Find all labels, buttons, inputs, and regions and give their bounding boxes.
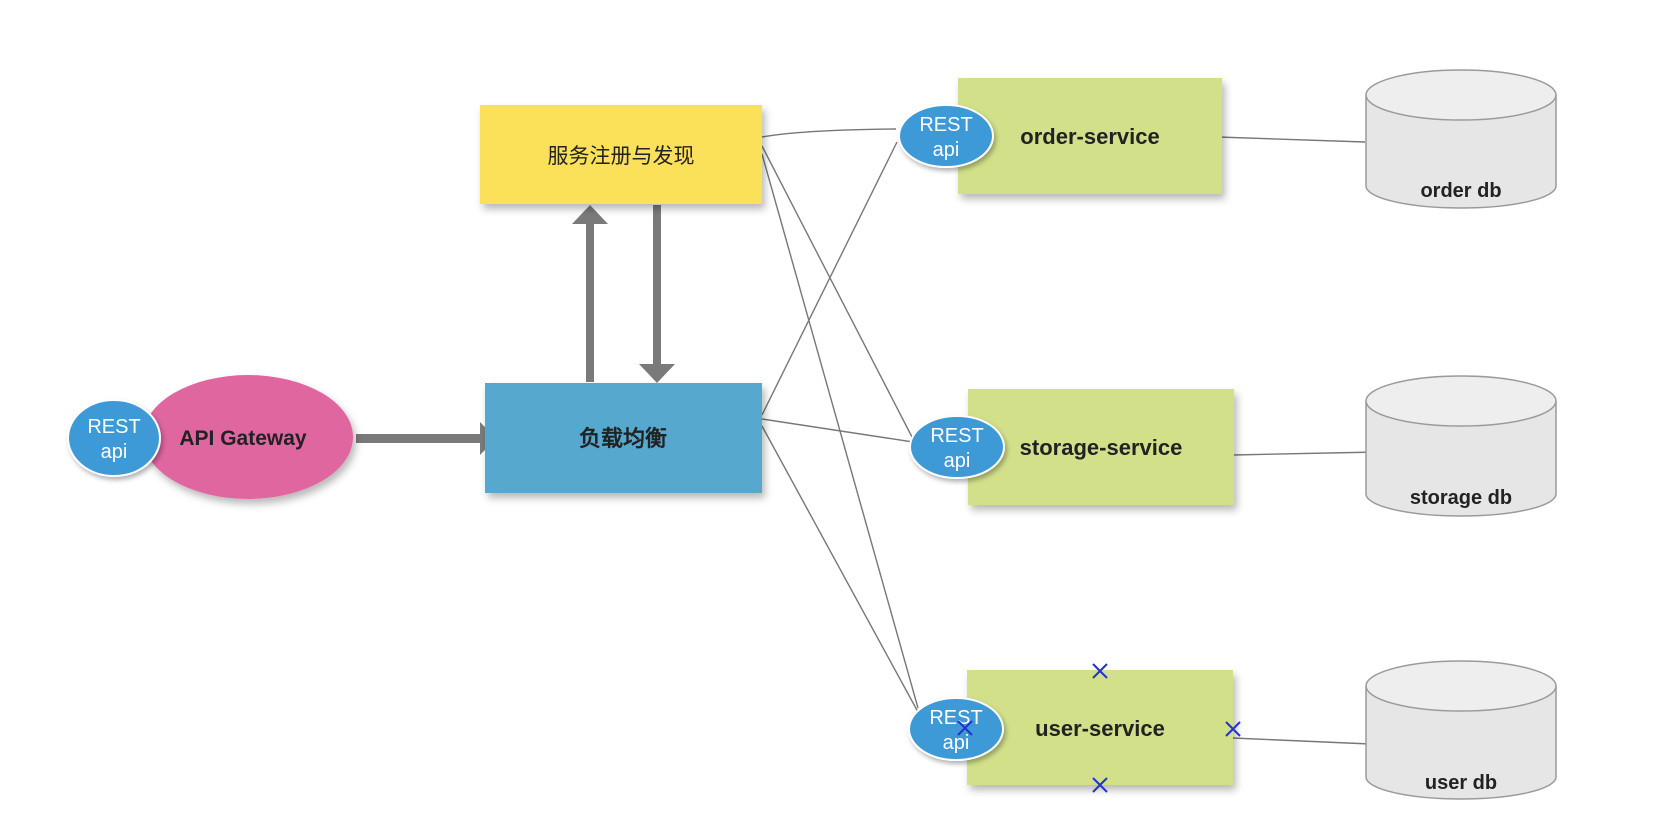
load-balancer-label: 负载均衡 <box>579 426 667 452</box>
rest-badge-line1: REST <box>930 425 983 447</box>
edge-lb-user <box>761 425 919 713</box>
storage-db-label: storage db <box>1410 487 1512 509</box>
rest-badge-line2: api <box>933 139 960 161</box>
load-balancer-node: 负载均衡 <box>485 383 762 493</box>
thick-arrows <box>356 205 675 455</box>
rest-badge-line2: api <box>101 441 128 463</box>
rest-badge-gateway: REST api <box>67 399 161 477</box>
user-db-label: user db <box>1425 772 1497 794</box>
rest-badge-line1: REST <box>929 707 982 729</box>
edge-lb-order <box>761 141 898 416</box>
user-db-node: user db <box>1365 660 1557 800</box>
rest-badge-line2: api <box>944 450 971 472</box>
edge-registry-order <box>761 128 897 138</box>
cylinder-icon <box>1365 69 1557 209</box>
ellipse-badge-icon <box>908 697 1004 761</box>
rest-badge-order: REST api <box>898 104 994 168</box>
arrow-gateway-to-lb <box>356 422 496 455</box>
api-gateway-node: API Gateway <box>143 375 353 499</box>
registry-label: 服务注册与发现 <box>548 144 695 168</box>
ellipse-badge-icon <box>909 415 1005 479</box>
order-service-node: order-service <box>958 78 1222 194</box>
arrow-registry-to-lb <box>639 205 675 383</box>
x-marker-icon <box>957 720 973 736</box>
x-marker-group <box>957 663 1241 793</box>
ellipse-badge-icon <box>898 104 994 168</box>
user-service-label: user-service <box>1035 716 1165 741</box>
x-marker-icon <box>1092 663 1108 679</box>
edge-registry-storage <box>761 145 913 438</box>
x-marker-icon <box>1225 721 1241 737</box>
connector-lines <box>761 128 1394 746</box>
edge-storage-db <box>1232 451 1379 456</box>
storage-service-label: storage-service <box>1020 435 1183 460</box>
registry-node: 服务注册与发现 <box>480 105 762 204</box>
order-db-node: order db <box>1365 69 1557 209</box>
rest-badge-line1: REST <box>919 114 972 136</box>
rest-badge-line1: REST <box>87 416 140 438</box>
edge-lb-storage <box>761 418 914 443</box>
rest-badge-storage: REST api <box>909 415 1005 479</box>
cylinder-icon <box>1365 375 1557 517</box>
arrow-lb-to-registry <box>572 205 608 382</box>
api-gateway-label: API Gateway <box>179 427 307 450</box>
user-service-node: user-service <box>967 670 1233 785</box>
rest-badge-line2: api <box>943 732 970 754</box>
x-marker-icon <box>1092 777 1108 793</box>
rest-badge-user: REST api <box>908 697 1004 761</box>
edge-order-db <box>1217 136 1366 143</box>
cylinder-icon <box>1365 660 1557 800</box>
storage-service-node: storage-service <box>968 389 1234 505</box>
ellipse-badge-icon <box>67 399 161 477</box>
order-db-label: order db <box>1420 180 1501 202</box>
storage-db-node: storage db <box>1365 375 1557 517</box>
order-service-label: order-service <box>1020 124 1159 149</box>
